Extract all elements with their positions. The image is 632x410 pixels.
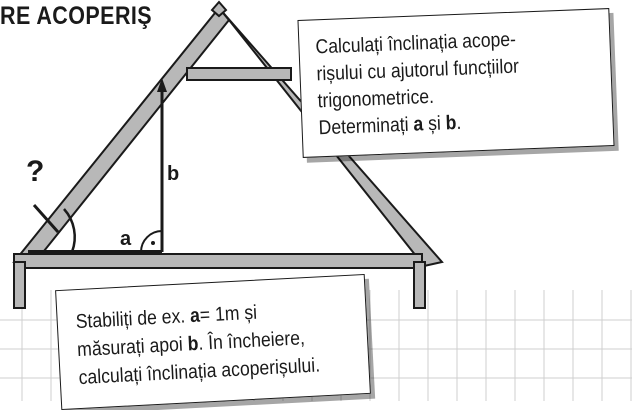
- ceiling-joist: [13, 253, 423, 269]
- label-b: b: [167, 163, 180, 185]
- right-angle-marker: [140, 230, 163, 253]
- collar-beam: [186, 67, 292, 81]
- instruction-bottom-line1-suffix: = 1m și: [199, 301, 258, 327]
- instruction-top-line4-prefix: Determinați: [318, 113, 414, 140]
- instruction-top-line4-mid: și: [422, 112, 447, 136]
- ridge-cap: [210, 0, 228, 18]
- question-pointer: [32, 204, 60, 233]
- instruction-bottom-line1-prefix: Stabiliți de ex.: [75, 305, 191, 334]
- page-title: RE ACOPERIŞ: [0, 2, 153, 30]
- instruction-top-b: b: [445, 112, 457, 135]
- instruction-top-line4-suffix: .: [456, 111, 462, 135]
- instruction-box-top: Calculați înclinația acope- rișului cu a…: [297, 8, 615, 158]
- instruction-box-bottom: Stabiliți de ex. a= 1m și măsurați apoi …: [55, 273, 371, 410]
- label-a: a: [120, 228, 132, 250]
- right-angle-dot: [151, 241, 155, 245]
- roof-angle-arc: [63, 208, 76, 253]
- left-wall-post: [13, 261, 26, 309]
- arrow-head: [157, 78, 167, 92]
- instruction-bottom-line2-suffix: . În încheiere,: [197, 327, 306, 355]
- angle-question-label: ?: [26, 155, 45, 188]
- right-wall-post: [413, 261, 426, 309]
- instruction-bottom-line2-prefix: măsurați apoi: [76, 333, 189, 362]
